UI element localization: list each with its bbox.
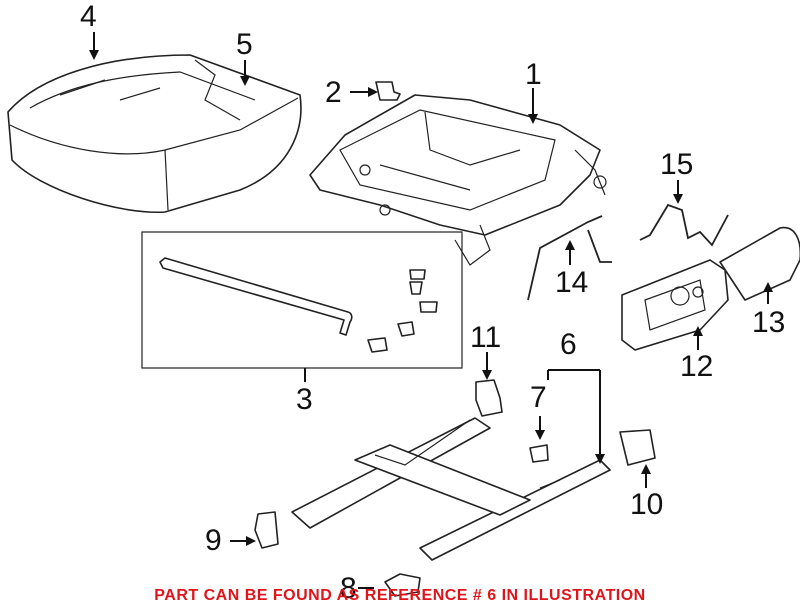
callout-10: 10 xyxy=(630,488,664,521)
side-cover-drawing xyxy=(621,226,800,351)
callout-12: 12 xyxy=(680,350,714,383)
callout-8: 8 xyxy=(340,572,357,605)
seat-frame-drawing xyxy=(309,94,607,266)
callout-15: 15 xyxy=(660,148,694,181)
seat-track-drawing xyxy=(291,417,611,561)
callout-9: 9 xyxy=(205,524,222,557)
callout-7: 7 xyxy=(530,381,547,414)
hardware-kit-drawing xyxy=(141,231,463,369)
seat-cushion-drawing xyxy=(7,54,302,214)
callout-11: 11 xyxy=(470,321,502,354)
bolt-drawing xyxy=(375,81,401,101)
reference-notice: PART CAN BE FOUND AS REFERENCE # 6 IN IL… xyxy=(154,587,646,604)
callout-13: 13 xyxy=(752,306,786,339)
leader-arrows xyxy=(89,32,773,589)
callout-6: 6 xyxy=(560,328,577,361)
callout-2: 2 xyxy=(325,76,342,109)
callout-3: 3 xyxy=(296,383,313,416)
callout-5: 5 xyxy=(236,28,253,61)
callout-1: 1 xyxy=(525,58,542,91)
brackets-drawing xyxy=(254,379,656,597)
wire-springs-drawing xyxy=(527,203,729,301)
callout-14: 14 xyxy=(555,266,589,299)
callout-4: 4 xyxy=(80,0,97,33)
